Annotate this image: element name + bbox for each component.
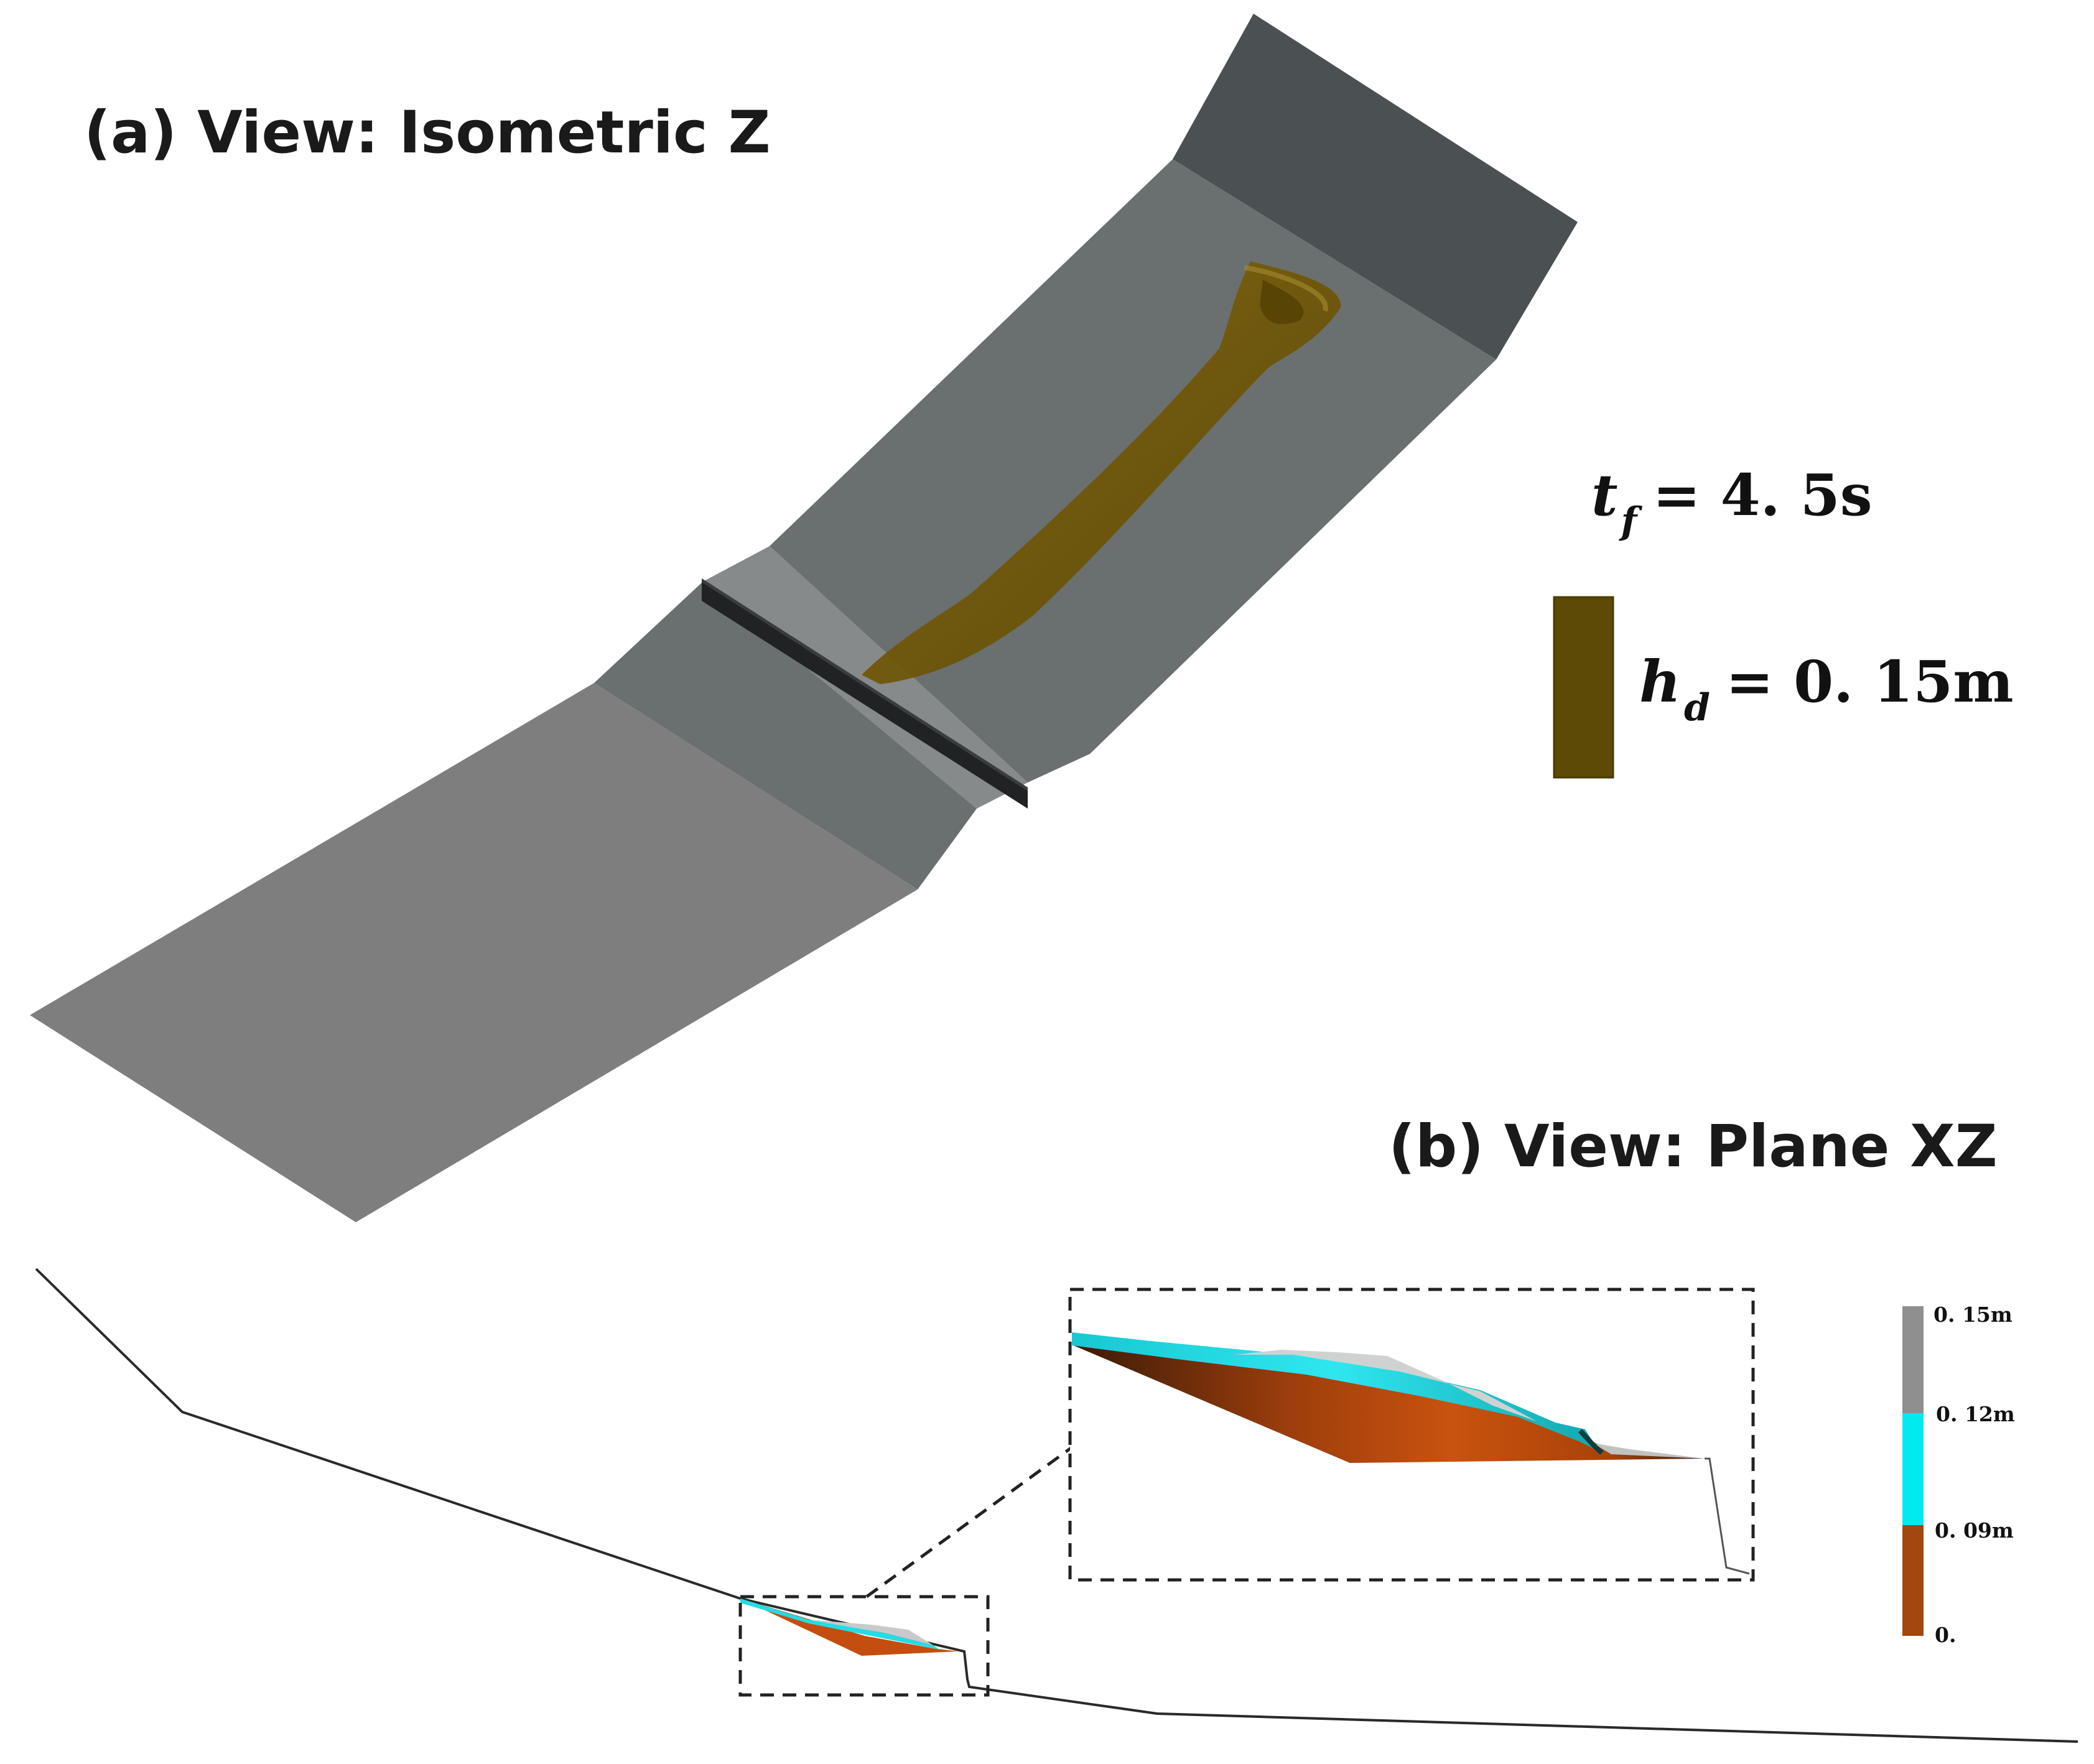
time-symbol: t (1591, 462, 1618, 529)
headwall-surface (1173, 14, 1578, 360)
terrain-profile-line (35, 1268, 2078, 1743)
colorbar-segment-mid (1902, 1413, 1924, 1525)
colorbar-label-0: 0. 15m (1933, 1302, 2013, 1327)
colorbar-segment-high (1902, 1306, 1924, 1413)
check-dam-bar (702, 578, 1028, 809)
panel-b-title: (b) View: Plane XZ (1389, 1113, 1998, 1181)
deposit-swatch (1554, 597, 1613, 778)
colorbar-label-2: 0. 09m (1935, 1518, 2014, 1543)
zoom-connector-line (865, 1429, 1096, 1599)
zoom-inset-deposit (1072, 1332, 1750, 1575)
panel-a-isometric-view: (a) View: Isometric Z (30, 14, 1578, 1222)
colorbar-label-3: 0. (1935, 1623, 1956, 1647)
time-value: = 4. 5s (1653, 462, 1873, 529)
svg-text:t f = 4. 5s: t f = 4. 5s (1591, 462, 1873, 543)
depth-symbol: h (1639, 648, 1681, 715)
deposit-depth-legend: h d = 0. 15m (1553, 596, 2014, 779)
time-subscript: f (1619, 499, 1643, 543)
profile-deposit-small (740, 1599, 958, 1656)
zoom-source-box (738, 1595, 990, 1697)
time-annotation: t f = 4. 5s (1591, 462, 1873, 543)
depth-subscript: d (1684, 686, 1710, 730)
panel-a-title: (a) View: Isometric Z (84, 99, 771, 167)
debris-deposit (862, 261, 1341, 684)
colorbar-label-1: 0. 12m (1936, 1402, 2015, 1426)
colorbar-segment-low (1902, 1525, 1924, 1636)
svg-text:h d = 0. 15m: h d = 0. 15m (1639, 648, 2014, 730)
depth-value: = 0. 15m (1726, 648, 2014, 715)
downstream-slope-surface (594, 582, 977, 889)
runout-flat-surface (30, 683, 918, 1222)
panel-b-plane-view: (b) View: Plane XZ (35, 1113, 2078, 1743)
depth-colorbar: 0. 15m 0. 12m 0. 09m 0. (1902, 1302, 2015, 1647)
